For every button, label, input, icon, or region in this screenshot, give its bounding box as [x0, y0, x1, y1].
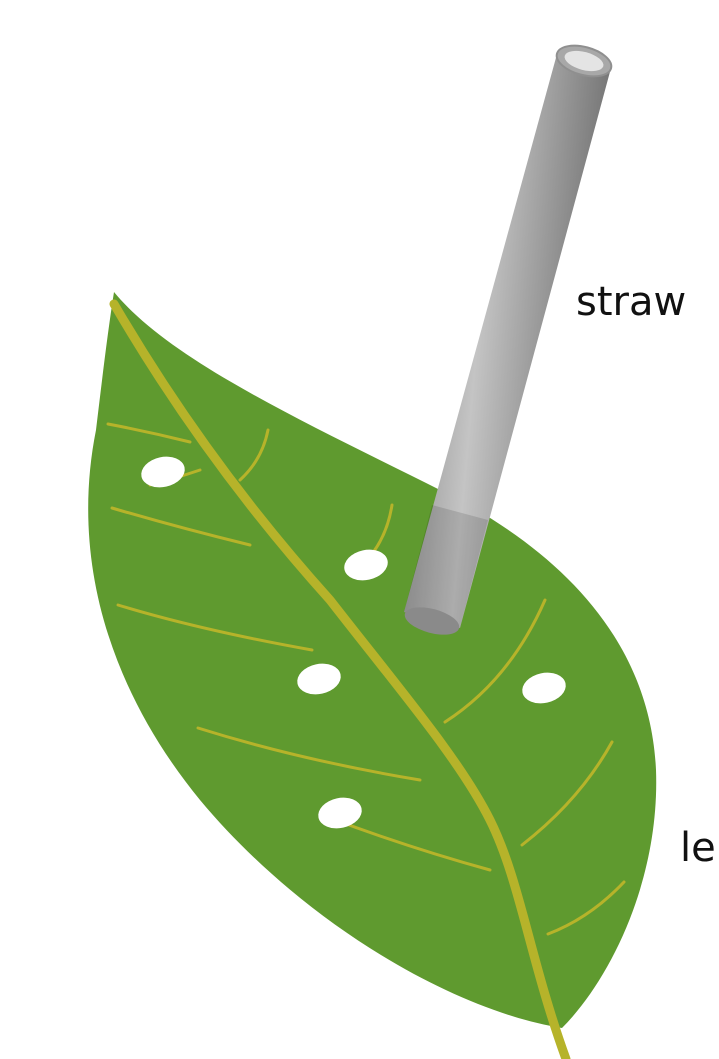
- straw-label: straw: [576, 282, 686, 322]
- leaf-label: le: [680, 828, 716, 868]
